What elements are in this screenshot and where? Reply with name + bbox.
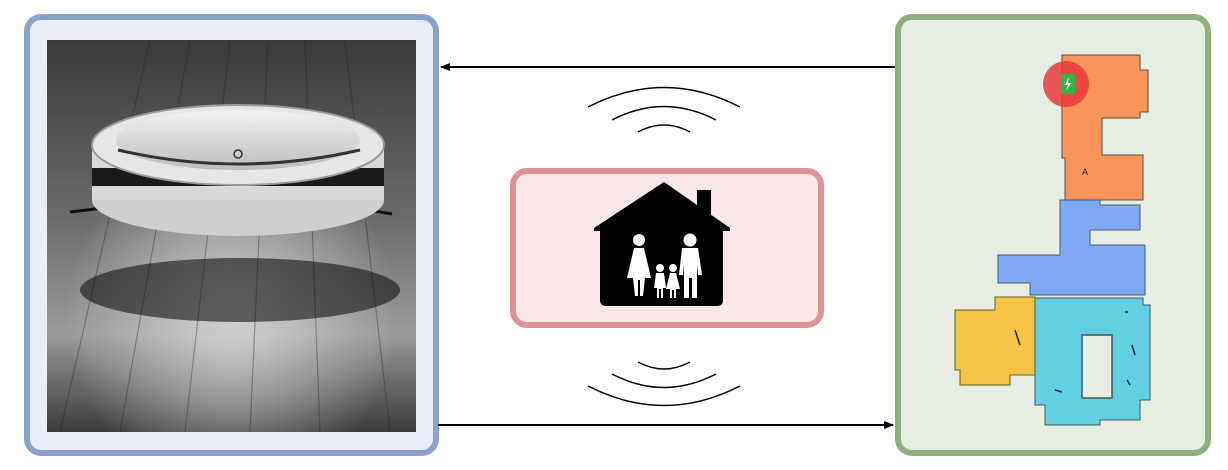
map-obstacle — [1081, 334, 1113, 399]
home-panel — [510, 168, 824, 328]
map-panel: A — [895, 14, 1211, 456]
robot-panel — [24, 14, 439, 456]
map-room-yellow — [954, 296, 1036, 386]
robot-vacuum-photo — [47, 39, 416, 433]
wifi-signal-top-icon — [587, 86, 741, 133]
wifi-signal-bottom-icon — [587, 361, 741, 407]
map-room-blue — [997, 199, 1146, 296]
family-house-icon — [594, 182, 730, 306]
map-room-label: A — [1082, 167, 1088, 177]
floor-map: A — [954, 54, 1151, 426]
